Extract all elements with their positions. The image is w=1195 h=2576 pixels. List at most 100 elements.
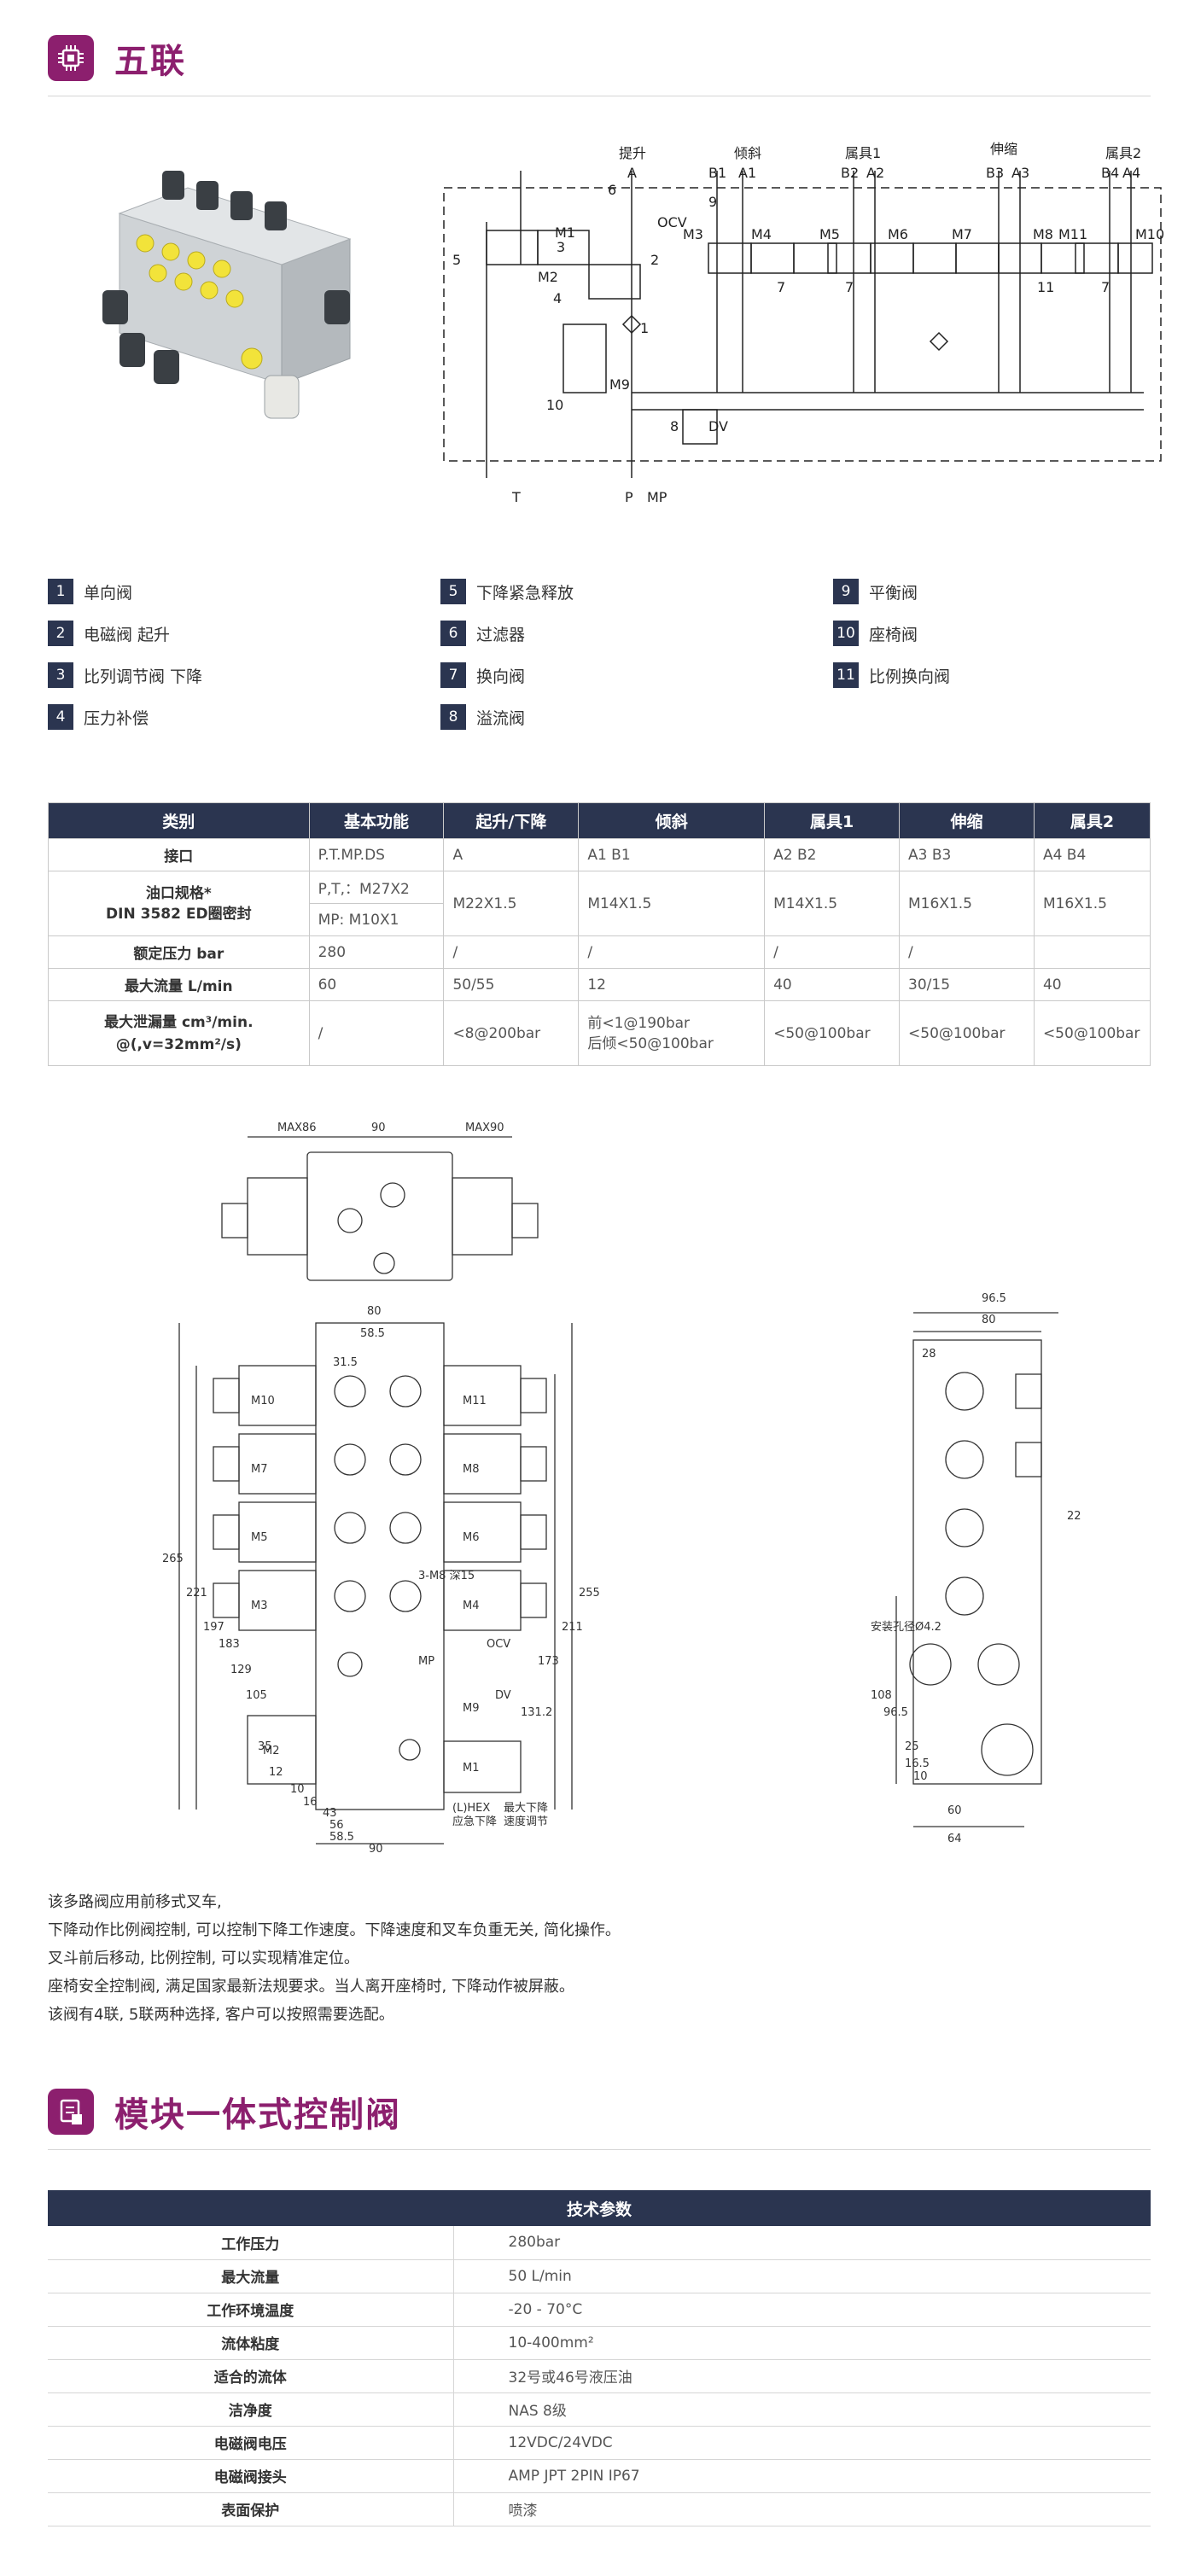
svg-text:16: 16 bbox=[303, 1796, 318, 1809]
svg-text:7: 7 bbox=[1101, 279, 1110, 295]
table-row: 表面保护喷漆 bbox=[48, 2492, 1151, 2526]
svg-text:M5: M5 bbox=[251, 1531, 268, 1544]
table-cell: A2 B2 bbox=[764, 838, 901, 871]
svg-text:255: 255 bbox=[579, 1587, 600, 1600]
legend-label: 下降紧急释放 bbox=[476, 583, 574, 603]
legend-label: 比列调节阀 下降 bbox=[84, 667, 203, 686]
legend-number: 9 bbox=[833, 579, 859, 604]
legend-label: 座椅阀 bbox=[869, 625, 918, 644]
section-title: 五联 bbox=[114, 42, 186, 81]
svg-text:A2: A2 bbox=[866, 165, 884, 181]
column-header: 倾斜 bbox=[578, 802, 766, 839]
svg-text:173: 173 bbox=[538, 1655, 559, 1668]
svg-text:M9: M9 bbox=[609, 376, 630, 393]
svg-text:B4: B4 bbox=[1101, 165, 1119, 181]
table-cell: P,T,：M27X2 bbox=[308, 871, 445, 904]
svg-text:M3: M3 bbox=[683, 226, 703, 242]
row-header: 额定压力 bar bbox=[48, 935, 310, 969]
svg-text:31.5: 31.5 bbox=[333, 1356, 358, 1369]
table-cell: <8@200bar bbox=[443, 1000, 580, 1066]
svg-text:8: 8 bbox=[670, 418, 679, 434]
section-divider bbox=[48, 2149, 1151, 2150]
svg-text:96.5: 96.5 bbox=[982, 1292, 1006, 1305]
svg-text:(L)HEX: (L)HEX bbox=[452, 1802, 490, 1815]
svg-text:M4: M4 bbox=[751, 226, 772, 242]
table-row: 最大泄漏量 cm³/min. @(,v=32mm²/s) / <8@200bar… bbox=[48, 1000, 1151, 1066]
row-header: 最大泄漏量 cm³/min. @(,v=32mm²/s) bbox=[48, 1000, 310, 1066]
svg-text:90: 90 bbox=[369, 1843, 383, 1852]
legend-item: 5 下降紧急释放 bbox=[440, 579, 574, 604]
param-key: 洁净度 bbox=[48, 2392, 454, 2427]
param-key: 工作压力 bbox=[48, 2226, 454, 2260]
svg-text:90: 90 bbox=[371, 1122, 386, 1134]
table-cell: 50/55 bbox=[443, 968, 580, 1001]
document-icon bbox=[48, 2089, 94, 2135]
svg-text:提升: 提升 bbox=[619, 145, 646, 161]
svg-text:最大下降: 最大下降 bbox=[504, 1802, 548, 1815]
svg-text:221: 221 bbox=[186, 1587, 207, 1600]
legend-item: 7 换向阀 bbox=[440, 662, 525, 688]
row-header: 油口规格* DIN 3582 ED圈密封 bbox=[48, 871, 310, 936]
cell-line: 前<1@190bar bbox=[587, 1014, 691, 1032]
svg-text:25: 25 bbox=[905, 1740, 919, 1753]
specification-table: 类别 基本功能 起升/下降 倾斜 属具1 伸缩 属具2 接口 P.T.MP.DS… bbox=[48, 802, 1151, 1066]
row-header-line: @(,v=32mm²/s) bbox=[115, 1035, 242, 1053]
param-value: NAS 8级 bbox=[453, 2392, 1151, 2427]
legend-item: 4 压力补偿 bbox=[48, 704, 149, 730]
table-cell: M16X1.5 bbox=[899, 871, 1035, 936]
svg-text:3-M8 深15: 3-M8 深15 bbox=[418, 1570, 475, 1582]
param-value: 50 L/min bbox=[453, 2259, 1151, 2293]
svg-text:MAX86: MAX86 bbox=[277, 1122, 317, 1134]
column-header: 属具2 bbox=[1033, 802, 1151, 839]
legend-item: 10 座椅阀 bbox=[833, 621, 918, 646]
legend-item: 2 电磁阀 起升 bbox=[48, 621, 170, 646]
table-cell: / bbox=[764, 935, 901, 969]
valve-product-image bbox=[68, 162, 393, 435]
svg-text:M9: M9 bbox=[463, 1702, 480, 1715]
svg-text:197: 197 bbox=[203, 1621, 224, 1634]
svg-text:11: 11 bbox=[1037, 279, 1054, 295]
legend-number: 4 bbox=[48, 704, 73, 730]
svg-text:80: 80 bbox=[367, 1305, 382, 1318]
cell-line: 后倾<50@100bar bbox=[587, 1034, 714, 1052]
table-cell: 40 bbox=[764, 968, 901, 1001]
svg-text:22: 22 bbox=[1067, 1510, 1081, 1523]
svg-text:MAX90: MAX90 bbox=[465, 1122, 504, 1134]
svg-text:4: 4 bbox=[553, 290, 562, 306]
svg-text:6: 6 bbox=[608, 182, 616, 198]
legend-number: 5 bbox=[440, 579, 466, 604]
svg-text:58.5: 58.5 bbox=[329, 1831, 354, 1844]
table-cell: / bbox=[443, 935, 580, 969]
svg-text:35: 35 bbox=[258, 1740, 272, 1753]
svg-text:108: 108 bbox=[871, 1689, 892, 1702]
row-header-line: 最大泄漏量 cm³/min. bbox=[104, 1013, 254, 1031]
svg-text:M6: M6 bbox=[888, 226, 908, 242]
table-cell: 60 bbox=[308, 968, 445, 1001]
legend-number: 7 bbox=[440, 662, 466, 688]
legend-item: 3 比列调节阀 下降 bbox=[48, 662, 202, 688]
table-cell: 前<1@190bar 后倾<50@100bar bbox=[578, 1000, 766, 1066]
svg-text:43: 43 bbox=[323, 1807, 337, 1820]
svg-text:M11: M11 bbox=[463, 1395, 487, 1407]
svg-text:56: 56 bbox=[329, 1819, 344, 1832]
svg-text:M3: M3 bbox=[251, 1600, 268, 1612]
svg-text:M6: M6 bbox=[463, 1531, 480, 1544]
param-value: 12VDC/24VDC bbox=[453, 2426, 1151, 2460]
svg-text:速度调节: 速度调节 bbox=[504, 1815, 548, 1828]
column-header: 基本功能 bbox=[308, 802, 445, 839]
svg-text:2: 2 bbox=[650, 252, 659, 268]
table-cell: P.T.MP.DS bbox=[308, 838, 445, 871]
chip-icon bbox=[48, 35, 94, 81]
param-value: 10-400mm² bbox=[453, 2326, 1151, 2360]
svg-text:64: 64 bbox=[947, 1833, 962, 1845]
table-cell: 40 bbox=[1033, 968, 1151, 1001]
svg-text:M7: M7 bbox=[952, 226, 972, 242]
svg-text:M4: M4 bbox=[463, 1600, 480, 1612]
param-value: AMP JPT 2PIN IP67 bbox=[453, 2459, 1151, 2493]
legend-number: 3 bbox=[48, 662, 73, 688]
svg-text:265: 265 bbox=[162, 1553, 184, 1565]
svg-text:OCV: OCV bbox=[487, 1638, 510, 1651]
